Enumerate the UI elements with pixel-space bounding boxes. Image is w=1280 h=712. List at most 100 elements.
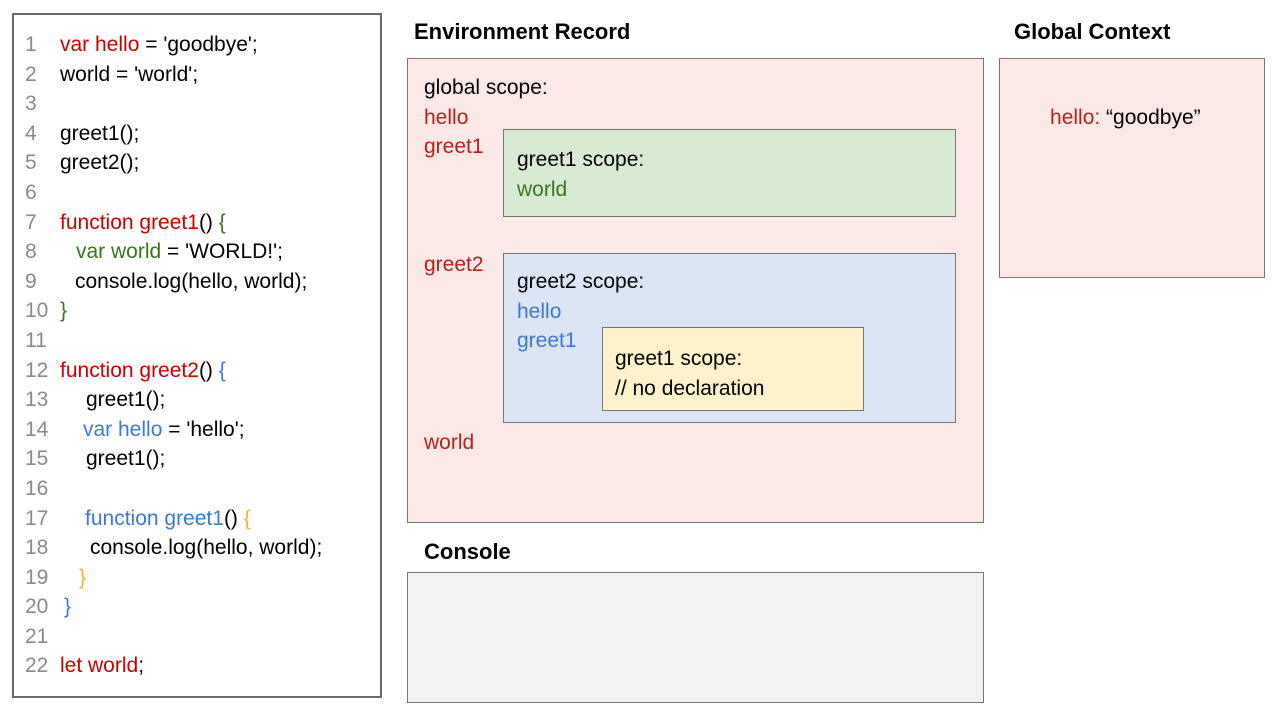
code-line-18: 18 console.log(hello, world); xyxy=(14,533,380,563)
code-segment: } xyxy=(79,565,87,589)
code-text: function greet2() { xyxy=(60,356,226,386)
code-segment: greet2(); xyxy=(60,151,140,175)
code-segment: console.log(hello, world); xyxy=(90,536,323,560)
greet1-scope-label: greet1 scope: xyxy=(517,148,645,171)
global-item-world: world xyxy=(424,431,475,454)
code-line-15: 15 greet1(); xyxy=(14,444,380,474)
code-line-11: 11 xyxy=(14,326,380,356)
code-segment: let world xyxy=(60,654,139,678)
line-number: 13 xyxy=(25,388,49,412)
greet2-scope-item-greet1: greet1 xyxy=(517,329,577,352)
code-segment: var hello xyxy=(60,33,140,56)
line-number: 14 xyxy=(25,417,49,441)
code-segment: { xyxy=(218,210,226,234)
greet2-scope-item-hello: hello xyxy=(517,300,562,323)
code-text: greet1(); xyxy=(60,119,139,149)
line-number: 15 xyxy=(25,447,49,471)
code-segment: function greet1 xyxy=(85,506,224,530)
code-segment: = 'goodbye'; xyxy=(139,33,258,56)
global-context-box: hello: “goodbye” xyxy=(999,58,1265,278)
code-segment: () xyxy=(198,210,219,234)
line-number: 6 xyxy=(25,180,37,204)
code-segment: world = 'world'; xyxy=(60,62,199,86)
code-segment: = 'WORLD!'; xyxy=(161,240,283,264)
environment-record-title: Environment Record xyxy=(414,19,631,44)
code-text: function greet1() { xyxy=(60,504,251,534)
line-number: 22 xyxy=(25,654,49,678)
line-number: 12 xyxy=(25,358,49,382)
line-number: 20 xyxy=(25,595,49,619)
line-number: 2 xyxy=(25,62,37,86)
line-number: 18 xyxy=(25,536,49,560)
line-number: 8 xyxy=(25,240,37,264)
code-segment: () xyxy=(198,358,219,382)
code-line-2: 2 world = 'world'; xyxy=(14,60,380,90)
global-item-hello: hello xyxy=(424,106,469,129)
global-context-entry: hello: “goodbye” xyxy=(1015,73,1201,162)
code-line-4: 4 greet1(); xyxy=(14,119,380,149)
global-context-key: hello: xyxy=(1050,105,1101,129)
code-segment: greet1(); xyxy=(60,121,140,145)
global-scope-label: global scope: xyxy=(424,76,548,99)
greet2-scope-label: greet2 scope: xyxy=(517,270,645,293)
greet2-scope-box: greet2 scope: hello greet1 greet1 scope:… xyxy=(503,253,956,423)
console-title: Console xyxy=(424,539,511,564)
code-text: } xyxy=(60,563,86,593)
code-segment: function greet1 xyxy=(60,210,199,234)
line-number: 9 xyxy=(25,269,37,293)
line-number: 5 xyxy=(25,151,37,175)
code-line-9: 9 console.log(hello, world); xyxy=(14,267,380,297)
code-line-13: 13 greet1(); xyxy=(14,385,380,415)
code-line-1: 1 var hello = 'goodbye'; xyxy=(14,30,380,60)
global-item-greet2: greet2 xyxy=(424,253,484,276)
code-text: world = 'world'; xyxy=(60,60,198,90)
code-line-16: 16 xyxy=(14,474,380,504)
code-line-21: 21 xyxy=(14,622,380,652)
inner-greet1-scope-box: greet1 scope: // no declaration xyxy=(602,327,864,411)
code-line-5: 5 greet2(); xyxy=(14,148,380,178)
code-segment: { xyxy=(243,506,251,530)
code-segment: { xyxy=(218,358,226,382)
global-item-greet1: greet1 xyxy=(424,135,484,158)
code-line-20: 20} xyxy=(14,592,380,622)
line-number: 4 xyxy=(25,121,37,145)
code-text: } xyxy=(60,592,71,622)
code-text: console.log(hello, world); xyxy=(60,267,307,297)
code-text: greet2(); xyxy=(60,148,139,178)
code-line-3: 3 xyxy=(14,89,380,119)
global-context-value: “goodbye” xyxy=(1100,105,1201,129)
line-number: 21 xyxy=(25,624,49,648)
code-panel: 1 var hello = 'goodbye'; 2 world = 'world';… xyxy=(12,13,382,698)
code-segment: var hello xyxy=(83,417,163,441)
code-segment: var world xyxy=(76,240,162,264)
code-text: greet1(); xyxy=(60,444,165,474)
console-output-box xyxy=(407,572,984,703)
code-text: var hello = 'goodbye'; xyxy=(60,30,258,60)
global-context-title: Global Context xyxy=(1014,19,1171,44)
line-number: 10 xyxy=(25,299,49,323)
code-line-8: 8 var world = 'WORLD!'; xyxy=(14,237,380,267)
code-lines: 1 var hello = 'goodbye'; 2 world = 'world';… xyxy=(14,15,380,681)
inner-greet1-scope-comment: // no declaration xyxy=(615,377,765,400)
greet1-scope-item-world: world xyxy=(517,178,568,201)
code-segment: function greet2 xyxy=(60,358,199,382)
code-segment: greet1(); xyxy=(86,388,166,412)
code-segment: } xyxy=(64,595,72,619)
line-number: 1 xyxy=(25,33,37,56)
code-line-10: 10} xyxy=(14,296,380,326)
global-scope-box: global scope: hello greet1 greet2 world … xyxy=(407,58,984,523)
code-segment: greet1(); xyxy=(86,447,166,471)
code-segment: ; xyxy=(138,654,145,678)
code-text: function greet1() { xyxy=(60,208,226,238)
code-text: console.log(hello, world); xyxy=(60,533,322,563)
code-line-22: 22 let world; xyxy=(14,651,380,681)
code-line-19: 19} xyxy=(14,563,380,593)
line-number: 3 xyxy=(25,92,37,116)
code-text: var world = 'WORLD!'; xyxy=(60,237,283,267)
code-line-12: 12 function greet2() { xyxy=(14,356,380,386)
line-number: 11 xyxy=(25,328,47,352)
code-segment: } xyxy=(60,299,68,323)
